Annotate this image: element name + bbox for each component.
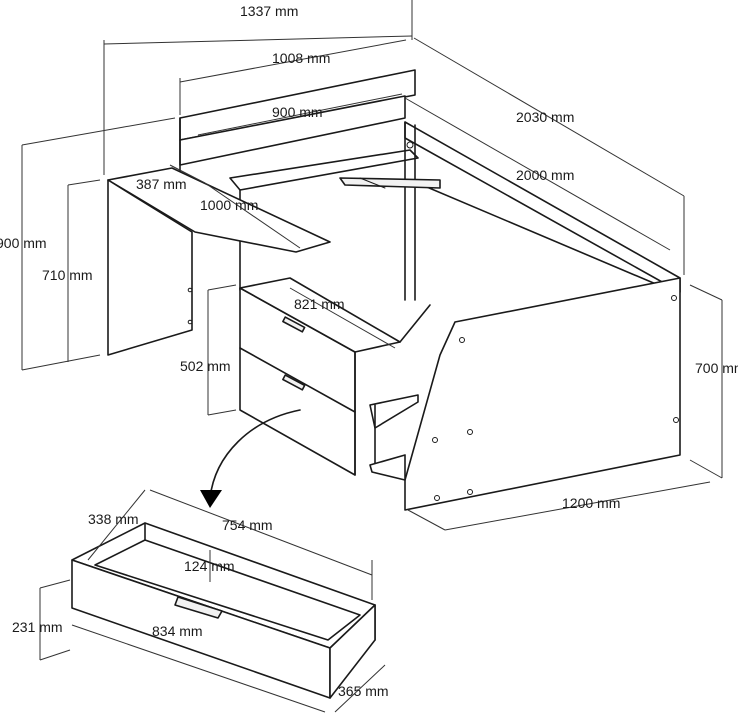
bracket-strut [359, 177, 386, 189]
drawer-handle-lower [282, 374, 306, 391]
drawer-unit-side [399, 304, 431, 343]
dim-line-bed-top-width [179, 39, 407, 83]
dim-line-drawer-unit-width [289, 287, 396, 349]
dim-tick [39, 579, 71, 589]
dim-line-inner-width [197, 93, 403, 136]
label-drawer-inner-height: 124 mm [184, 558, 235, 574]
dim-line-desk-depth [169, 164, 206, 184]
hole [434, 495, 440, 501]
hole [671, 295, 677, 301]
bed-long-rail-top [404, 121, 681, 293]
bed-base-line [414, 181, 671, 291]
label-total-height: 900 mm [0, 235, 47, 251]
desk-side-panel [107, 179, 193, 356]
hole [673, 417, 679, 423]
drawer-handle-upper [282, 316, 306, 333]
drawer-divider [239, 347, 356, 413]
dim-line-drawer-depth [87, 489, 146, 561]
dim-line-drawer-length [71, 624, 326, 713]
label-bed-top-width: 1008 mm [272, 50, 330, 66]
label-bed-width: 1200 mm [562, 495, 620, 511]
label-desk-depth: 387 mm [136, 176, 187, 192]
dim-tick [207, 409, 237, 416]
dim-tick [689, 284, 723, 301]
callout-curve [209, 409, 301, 499]
dim-line-bed-width [444, 481, 711, 531]
label-overall-width: 1337 mm [240, 3, 298, 19]
hole [467, 429, 473, 435]
hole [459, 337, 465, 343]
callout-arrowhead [200, 490, 222, 508]
label-drawer-depth: 338 mm [88, 511, 139, 527]
step-lower [369, 454, 406, 481]
dim-tick [67, 179, 101, 186]
label-drawer-unit-width: 821 mm [294, 296, 345, 312]
dim-tick [407, 509, 446, 531]
hole [406, 141, 414, 149]
hole [187, 287, 193, 293]
dim-tick [21, 354, 101, 371]
label-inner-width: 900 mm [272, 104, 323, 120]
hole [187, 319, 193, 325]
label-drawer-height: 231 mm [12, 619, 63, 635]
dim-line-drawer-width [334, 664, 386, 713]
label-drawer-length: 834 mm [152, 623, 203, 639]
foot-end-panel [404, 277, 681, 511]
dim-line-inner-length [404, 97, 671, 251]
dim-tick [689, 459, 723, 479]
dim-line-drawer-inner-length [149, 489, 373, 576]
label-drawer-unit-height: 502 mm [180, 358, 231, 374]
label-overall-length: 2030 mm [516, 109, 574, 125]
dim-line-overall-width [103, 35, 413, 45]
hole [432, 437, 438, 443]
dim-line-overall-length [413, 37, 685, 197]
dim-line-desk-length [204, 182, 301, 249]
drawer-side-panel [329, 604, 376, 699]
label-drawer-width: 365 mm [338, 683, 389, 699]
step-upper [369, 394, 419, 429]
support-bracket [339, 177, 441, 189]
label-desk-length: 1000 mm [200, 197, 258, 213]
label-desk-height: 710 mm [42, 267, 93, 283]
drawer-inner-bottom [94, 539, 361, 641]
back-shelf [229, 149, 419, 191]
drawer-detail-handle [174, 596, 223, 619]
label-drawer-inner-length: 754 mm [222, 517, 273, 533]
label-bed-height: 700 mm [695, 360, 738, 376]
label-inner-length: 2000 mm [516, 167, 574, 183]
hole [467, 489, 473, 495]
dim-tick [39, 649, 71, 661]
dim-tick [207, 284, 237, 291]
dim-tick [21, 117, 176, 146]
